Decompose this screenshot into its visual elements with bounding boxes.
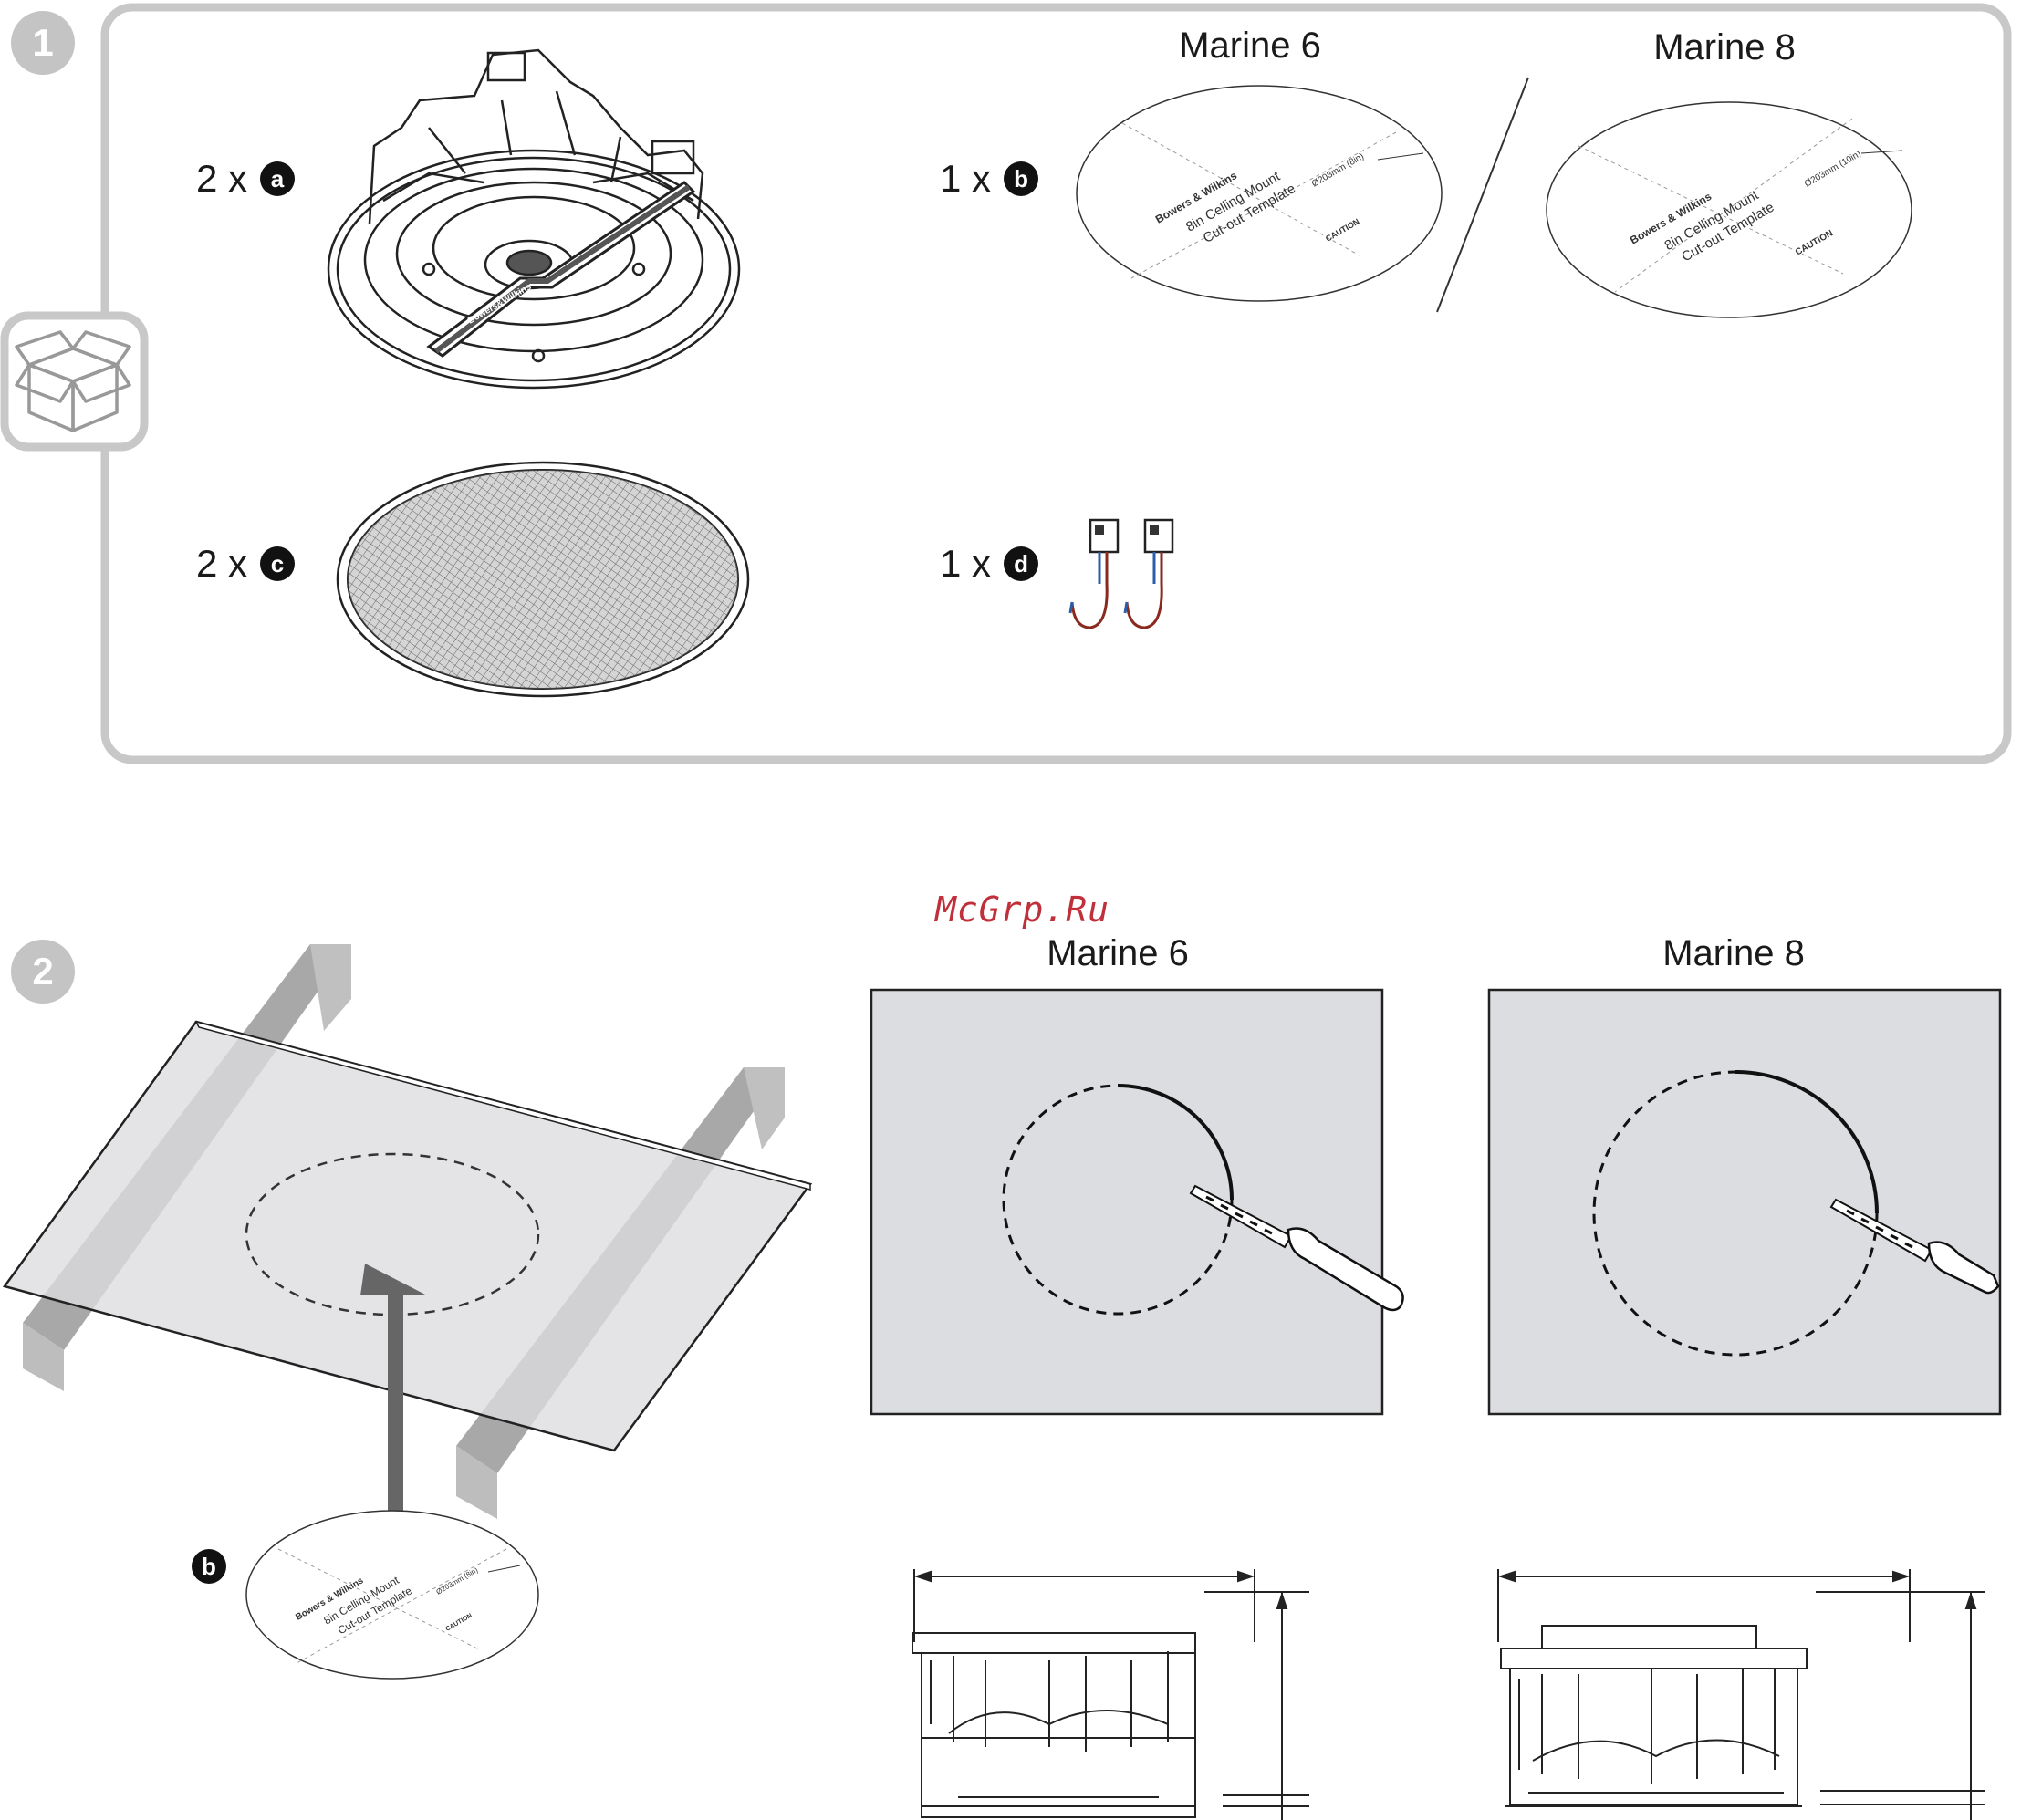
cut-arc [1735,1070,1879,1214]
cut-panel-marine-8 [1487,988,2002,1416]
item-letter-a: a [260,161,296,196]
item-b-quantity: 1 x b [940,157,1039,201]
up-arrow [360,1264,427,1517]
step-2-number: 2 [32,950,54,993]
side-profile-marine-6 [912,1569,1309,1820]
item-letter-b: b [1004,161,1039,196]
item-c-quantity: 2 x c [196,542,296,586]
qty-text: 1 x [940,542,992,585]
step-2-badge: 2 [11,940,75,1004]
jab-saw-icon [1829,1198,2000,1295]
template-marine-6: Bowers & Wilkins 8in Celling Mount Cut-o… [1076,85,1443,302]
item-letter-c: c [260,546,296,581]
step-1-badge: 1 [11,11,75,75]
wire-connectors [1068,518,1174,629]
dashed-circle [1002,1084,1234,1316]
template-divider [1436,77,1529,313]
speaker-illustration: Bowers&Wilkins [327,48,741,390]
open-box-icon [15,330,131,432]
item-a-quantity: 2 x a [196,157,296,201]
side-profile-marine-8 [1497,1569,1985,1820]
cutout-templates: Bowers & Wilkins 8in Celling Mount Cut-o… [1076,77,1912,318]
dashed-circle [1592,1070,1879,1357]
item-letter-d: d [1004,546,1039,581]
template-title-marine-8: Marine 8 [1653,27,1796,68]
template-b-step-2: Bowers & Wilkins 8in Celling Mount Cut-o… [245,1510,539,1680]
cut-arc [1117,1084,1234,1201]
panel-title-marine-8: Marine 8 [1662,933,1805,973]
connector-2 [1123,518,1174,629]
template-marine-8: Bowers & Wilkins 8in Celling Mount Cut-o… [1546,101,1912,318]
qty-text: 1 x [940,157,992,200]
grille-illustration [336,461,750,698]
item-d-quantity: 1 x d [940,542,1039,586]
ceiling-panel-illustration [2,944,813,1519]
jab-saw-icon [1189,1184,1404,1312]
qty-text: 2 x [196,542,248,585]
panel-title-marine-6: Marine 6 [1047,933,1189,973]
cutout-panels [870,988,2002,1416]
watermark: McGrp.Ru [935,889,1110,930]
step-1-number: 1 [32,21,54,64]
template-letter-b: b [192,1549,226,1584]
qty-text: 2 x [196,157,248,200]
template-title-marine-6: Marine 6 [1179,26,1321,66]
cut-panel-marine-6 [870,988,1404,1416]
side-profile-drawings [912,1569,1985,1820]
connector-1 [1068,518,1120,629]
box-contents-tab [0,311,149,452]
